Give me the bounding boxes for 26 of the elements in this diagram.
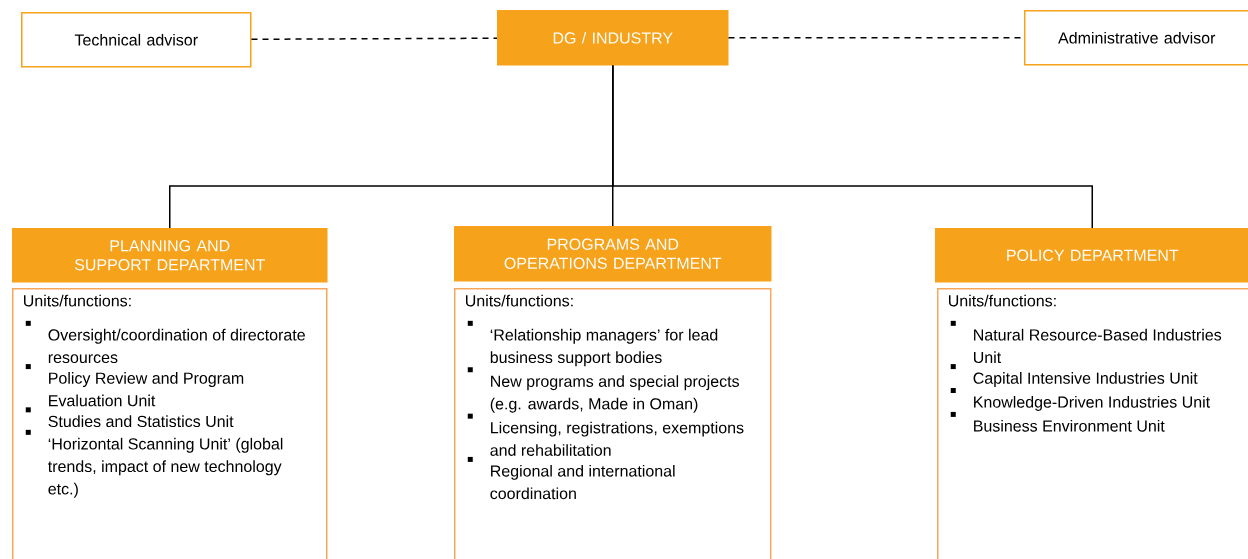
bullet-text: Oversight/coordination of directorate resources <box>48 328 305 364</box>
connector-line <box>612 64 1093 229</box>
list-heading: Units/functions: <box>949 294 1056 307</box>
bullet-text: Regional and international coordination <box>490 464 675 500</box>
advisor-box: Technical advisor <box>21 12 252 68</box>
bullet-text: ‘Relationship managers’ for lead business support bodies <box>490 328 718 367</box>
dashed-line <box>250 37 498 40</box>
units-box <box>12 288 328 559</box>
units-box <box>937 288 1248 559</box>
bullet-text: Licensing, registrations, exemptions and rehabilitation <box>490 421 744 456</box>
bullet-text: Business Environment Unit <box>974 419 1165 432</box>
bullet-text: Knowledge-Driven Industries Unit <box>974 396 1210 411</box>
bullet-text: ‘Horizontal Scanning Unit’ (global trends, impact of new technology etc.) <box>48 437 283 498</box>
units-box <box>454 288 772 559</box>
list-heading: Units/functions: <box>24 294 131 307</box>
bullet-text: Capital Intensive Industries Unit <box>973 372 1198 387</box>
list-heading: Units/functions: <box>466 294 573 307</box>
department-box: PLANNING AND SUPPORT DEPARTMENT <box>12 228 328 283</box>
advisor-box: Administrative advisor <box>1024 10 1248 66</box>
department-box: POLICY DEPARTMENT <box>935 228 1248 283</box>
bullet-text: New programs and special projects (e.g. awards, Made in Oman) <box>490 375 739 413</box>
bullet-text: Policy Review and Program Evaluation Unit <box>49 372 244 407</box>
bullet-text: Studies and Statistics Unit <box>48 415 234 428</box>
bullet-text: Natural Resource-Based Industries Unit <box>974 328 1222 364</box>
department-box: PROGRAMS AND OPERATIONS DEPARTMENT <box>454 226 772 282</box>
director-box: DG / INDUSTRY <box>497 10 729 66</box>
